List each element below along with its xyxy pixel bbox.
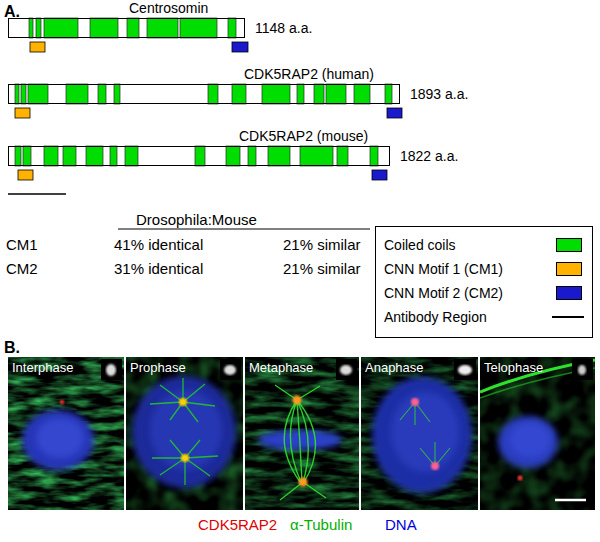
legend-row: CNN Motif 1 (CM1) [376,257,592,281]
legend-text: Coiled coils [384,237,456,253]
micrograph [245,357,359,510]
legend-text: CNN Motif 1 (CM1) [384,261,503,277]
channel-label: α-Tubulin [290,516,352,534]
panel-letter: B. [4,338,20,357]
panel-letter: A. [4,2,20,21]
protein-name: CDK5RAP2 (human) [244,66,374,82]
legend-swatch [556,238,582,252]
protein-name: CDK5RAP2 (mouse) [239,128,368,144]
protein-bar: CDK5RAP2 (human)1893 a.a. [8,84,400,104]
phase-label: Anaphase [365,360,424,375]
table-cell: 21% similar [283,236,361,254]
protein-bar: Centrosomin1148 a.a. [8,18,245,38]
protein-length: 1822 a.a. [400,148,458,164]
micrograph [361,357,478,510]
protein-length: 1148 a.a. [255,20,312,36]
micrograph-panel: Metaphase [245,357,359,510]
scale-bar [555,499,586,502]
protein-bar: CDK5RAP2 (mouse)1822 a.a. [8,146,390,166]
micrograph-panel: Prophase [126,357,243,510]
micrograph [126,357,243,510]
micrograph-panel: Telophase [480,357,595,510]
micrograph [480,357,595,510]
micrograph-panel: Interphase [8,357,124,510]
table-cell: 31% identical [114,260,203,278]
table-cell: CM2 [6,260,38,278]
phase-label: Telophase [484,360,543,375]
micrograph [8,357,124,510]
table-header: Drosophila:Mouse [136,211,257,229]
protein-bars [8,18,402,229]
phase-label: Metaphase [249,360,313,375]
legend-text: CNN Motif 2 (CM2) [384,285,503,301]
legend-row: Coiled coils [376,233,592,257]
table-cell: CM1 [6,236,38,254]
legend-text: Antibody Region [384,309,487,325]
legend-line-sample [552,316,584,318]
phase-label: Prophase [130,360,186,375]
channel-label: DNA [385,516,417,534]
legend-box: Coiled coilsCNN Motif 1 (CM1) CNN Motif 2… [375,226,593,338]
legend-swatch [556,262,582,276]
legend-row: CNN Motif 2 (CM2) [376,281,592,305]
protein-length: 1893 a.a. [410,86,468,102]
legend-row: Antibody Region [376,305,592,329]
channel-label: CDK5RAP2 [198,516,277,534]
table-cell: 41% identical [114,236,203,254]
antibody-line [8,193,66,195]
table-rule [118,229,370,230]
phase-label: Interphase [12,360,73,375]
protein-name: Centrosomin [129,0,208,16]
micrograph-panel: Anaphase [361,357,478,510]
legend-swatch [556,286,582,300]
table-cell: 21% similar [283,260,361,278]
